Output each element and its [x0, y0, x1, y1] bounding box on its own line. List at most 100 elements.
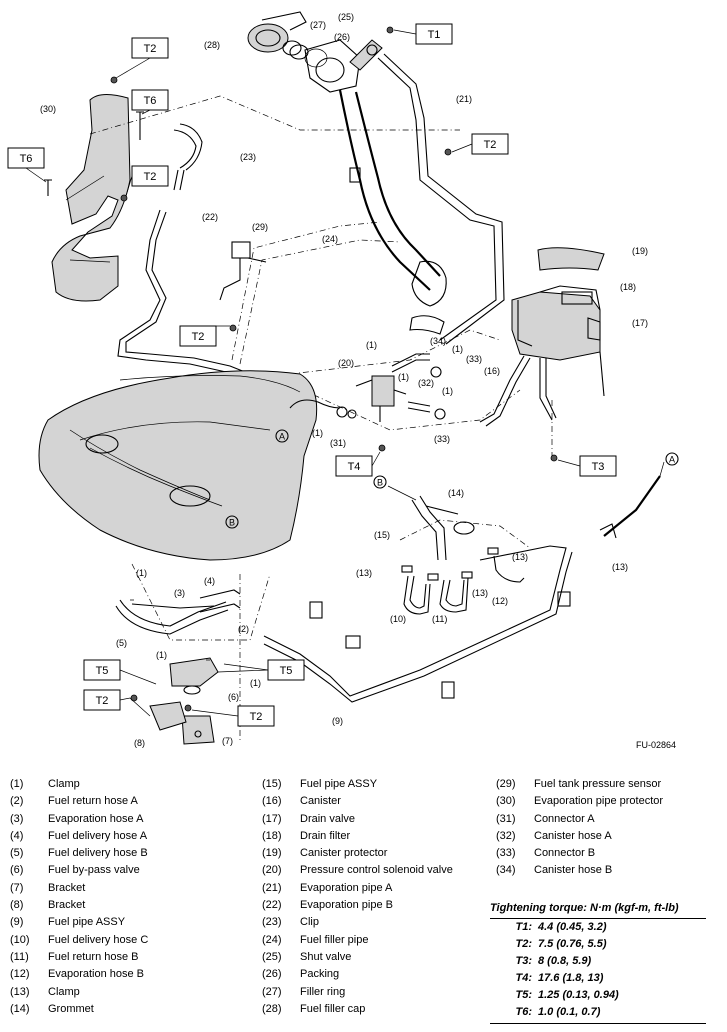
torque-value: 1.0 (0.1, 0.7): [538, 1006, 601, 1018]
fuel-delivery-hose-b: [115, 599, 229, 635]
t6-bolt-upper: [136, 111, 144, 140]
legend-row: (17)Drain valve: [262, 811, 453, 828]
callout-19: (19): [632, 246, 648, 256]
drain-valve: [587, 317, 601, 341]
legend-row: (33)Connector B: [496, 845, 663, 862]
callout-13-a: (13): [512, 552, 528, 562]
clamp-13-right: [599, 523, 617, 539]
torque-box-t4: T4: [335, 455, 373, 477]
legend-part-name: Fuel delivery hose B: [48, 847, 148, 860]
legend-part-name: Fuel return hose B: [48, 950, 139, 963]
legend-number: (15): [262, 778, 282, 790]
legend-row: (14)Grommet: [10, 1001, 148, 1018]
ref-a-tank: A: [275, 429, 289, 443]
legend-row: (7)Bracket: [10, 880, 148, 897]
legend-row: (2)Fuel return hose A: [10, 793, 148, 810]
callout-14: (14): [448, 488, 464, 498]
legend-part-name: Drain valve: [300, 812, 356, 825]
torque-value: 17.6 (1.8, 13): [538, 972, 604, 984]
svg-text:T2: T2: [144, 171, 157, 183]
legend-row: (26)Packing: [262, 966, 453, 983]
callout-3: (3): [174, 588, 185, 598]
legend-row: (28)Fuel filler cap: [262, 1001, 453, 1018]
legend-number: (11): [10, 950, 29, 963]
torque-row: T3:8 (0.8, 5.9): [490, 953, 706, 970]
callout-33-b: (33): [434, 434, 450, 444]
legend-part-name: Canister: [300, 795, 341, 808]
figure-code: FU-02864: [636, 740, 676, 750]
legend-row: (19) Canister protector: [262, 845, 453, 862]
legend-row: (6)Fuel by-pass valve: [10, 862, 148, 879]
legend-column-3: (29)Fuel tank pressure sensor(30)Evapora…: [496, 776, 663, 880]
torque-value: 1.25 (0.13, 0.94): [538, 989, 619, 1001]
torque-box-t2-sensor: T2: [179, 325, 217, 347]
fuel-by-pass-valve: [169, 657, 219, 695]
legend-row: (32) Canister hose A: [496, 828, 663, 845]
legend-part-name: Fuel tank pressure sensor: [534, 778, 662, 790]
legend-number: (25): [262, 950, 282, 963]
connector-a: [336, 406, 357, 419]
torque-row: T2:7.5 (0.76, 5.5): [490, 936, 706, 953]
legend-part-name: Grommet: [48, 1002, 94, 1015]
tightening-torque-table: Tightening torque: N·m (kgf-m, ft-lb) T1…: [490, 900, 706, 1024]
legend-part-name: Bracket: [48, 899, 86, 912]
callout-1-h: (1): [250, 678, 261, 688]
canister-protector: [537, 247, 605, 271]
evaporation-hose-b: [493, 555, 525, 583]
parts-legend: (1)Clamp(2)Fuel return hose A(3)Evaporat…: [0, 776, 727, 1032]
t2-bolt-mid: [120, 194, 128, 202]
ref-a-pipe: A: [665, 452, 679, 466]
legend-number: (6): [10, 864, 24, 877]
torque-value: 7.5 (0.76, 5.5): [538, 938, 607, 950]
svg-text:B: B: [229, 518, 235, 528]
legend-number: (23): [262, 916, 282, 929]
legend-part-name: Pressure control solenoid valve: [300, 864, 453, 877]
fuel-return-hose-a: [199, 603, 241, 613]
torque-row: T6:1.0 (0.1, 0.7): [490, 1004, 706, 1021]
torque-box-t6-left: T6: [7, 147, 45, 169]
legend-part-name: Fuel pipe ASSY: [48, 916, 126, 929]
torque-key: T4:: [515, 972, 533, 984]
legend-row: (27) Filler ring: [262, 984, 453, 1001]
svg-text:T2: T2: [96, 695, 109, 707]
callout-1-f: (1): [136, 568, 147, 578]
t6-bolt-left: [44, 179, 52, 196]
svg-text:T2: T2: [192, 331, 205, 343]
legend-part-name: Evaporation hose B: [48, 968, 145, 981]
legend-part-name: Clip: [300, 916, 319, 929]
torque-row: T4: 17.6 (1.8, 13): [490, 970, 706, 987]
ref-b-tank: B: [225, 515, 239, 529]
legend-row: (18)Drain filter: [262, 828, 453, 845]
legend-number: (27): [262, 985, 282, 998]
legend-number: (19): [262, 847, 282, 860]
fuel-pipe-assy: [263, 545, 573, 703]
fuel-delivery-hose-c: [403, 575, 431, 615]
pipe-to-a: [603, 475, 661, 537]
legend-column-1: (1)Clamp(2)Fuel return hose A(3)Evaporat…: [10, 776, 148, 1018]
shut-valve: [349, 39, 383, 71]
callout-5: (5): [116, 638, 127, 648]
legend-number: (18): [262, 829, 282, 842]
torque-box-t2-mid: T2: [131, 165, 169, 187]
svg-text:T2: T2: [484, 139, 497, 151]
torque-box-t2-bracket: T2: [237, 705, 275, 727]
legend-row: (20)Pressure control solenoid valve: [262, 862, 453, 879]
legend-part-name: Canister hose A: [534, 829, 612, 842]
callout-1-b: (1): [452, 344, 463, 354]
svg-text:T4: T4: [348, 461, 361, 473]
legend-number: (21): [262, 881, 282, 894]
evaporation-pipe-a: [377, 53, 505, 345]
legend-part-name: Clamp: [48, 778, 80, 790]
legend-part-name: Filler ring: [300, 985, 346, 998]
legend-number: (8): [10, 899, 24, 912]
torque-key: T5:: [515, 989, 533, 1001]
legend-part-name: Canister protector: [300, 847, 388, 860]
legend-number: (16): [262, 795, 282, 808]
legend-part-name: Fuel delivery hose A: [48, 829, 148, 842]
callout-2: (2): [238, 624, 249, 634]
legend-number: (32): [496, 829, 516, 842]
legend-part-name: Connector A: [534, 812, 595, 825]
pressure-control-solenoid-valve: [355, 375, 407, 422]
legend-row: (21)Evaporation pipe A: [262, 880, 453, 897]
legend-part-name: Shut valve: [300, 950, 352, 963]
